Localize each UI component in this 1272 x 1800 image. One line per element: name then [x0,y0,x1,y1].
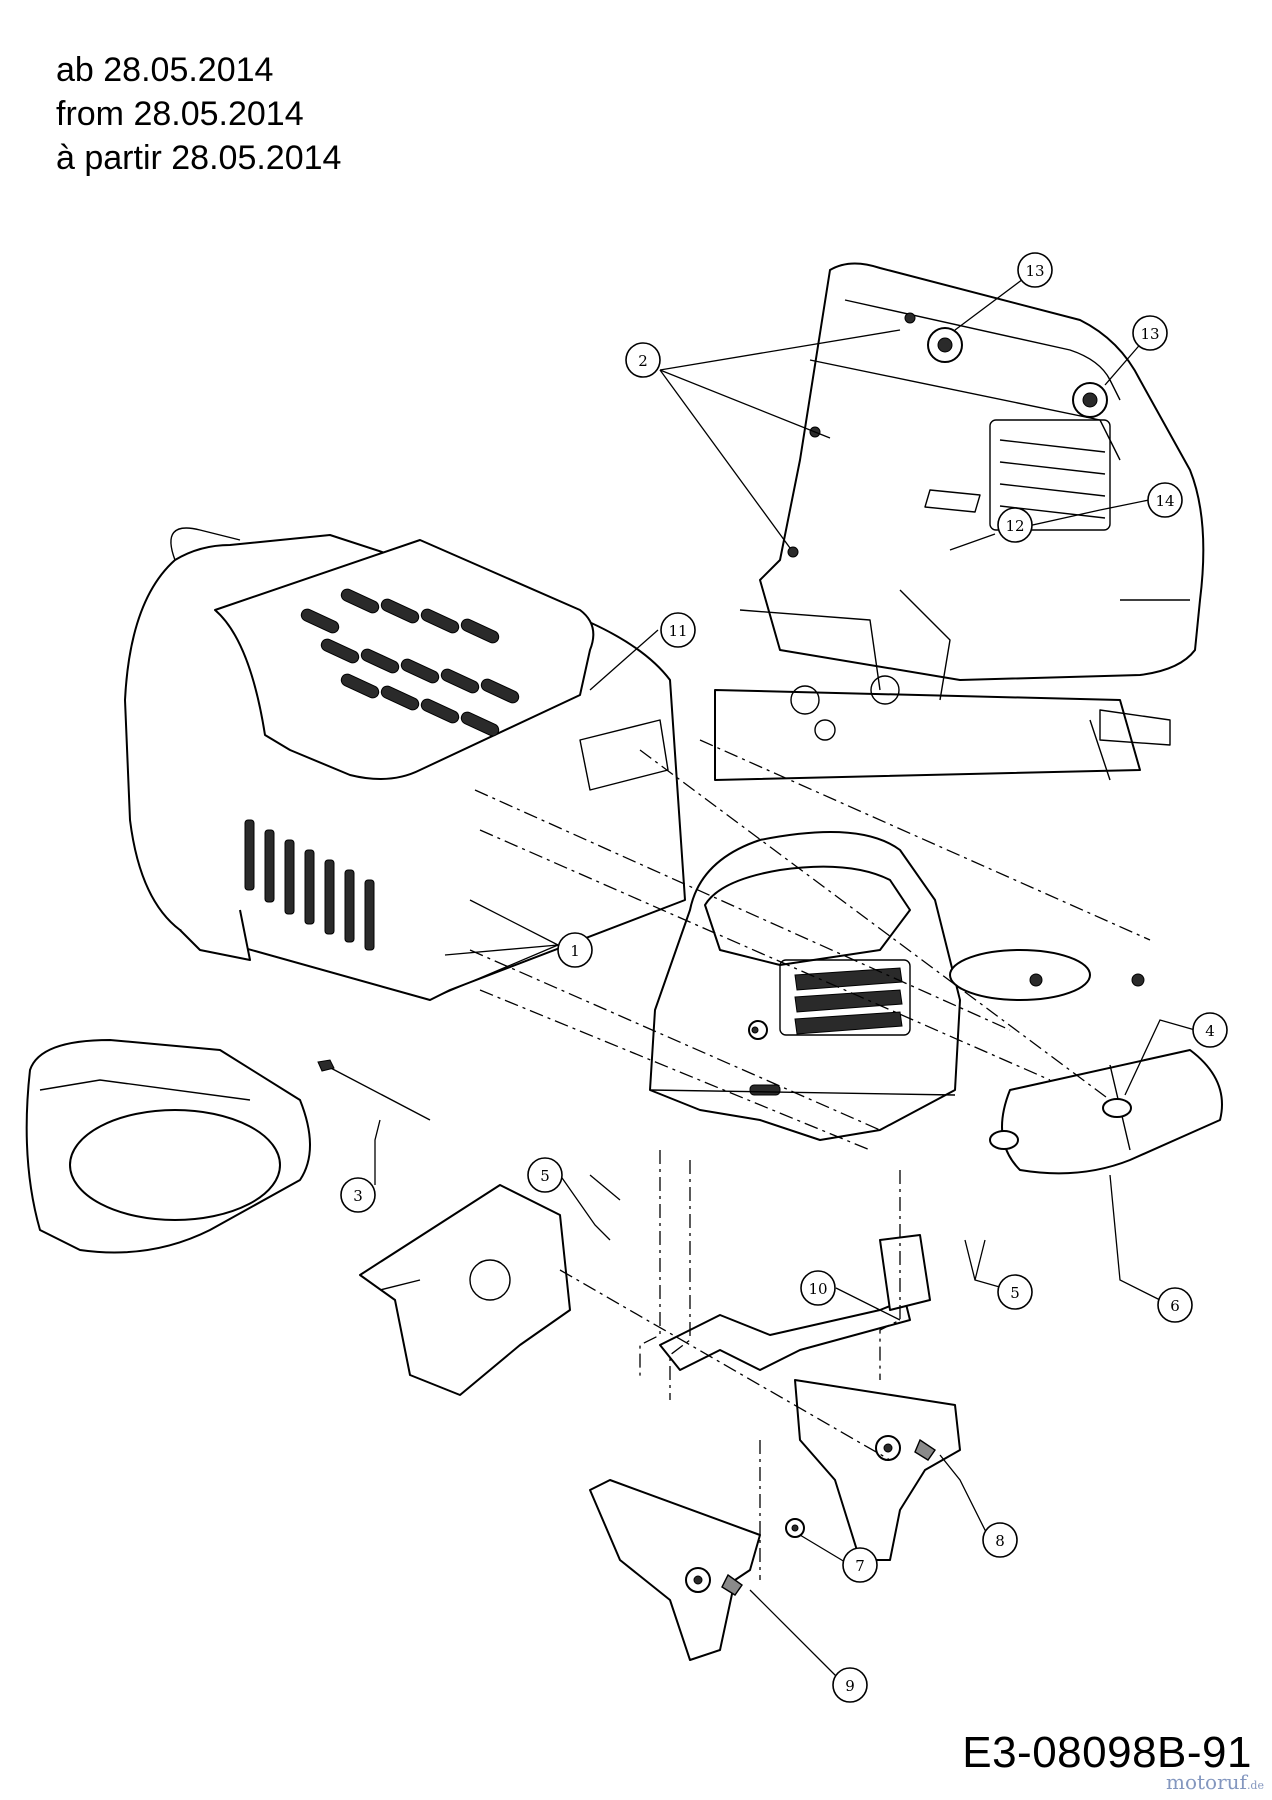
callout-10: 10 [800,1270,836,1306]
callout-3: 3 [340,1177,376,1213]
hood-side-vent-slots [244,819,375,951]
callout-11: 11 [660,612,696,648]
validity-date-de: ab 28.05.2014 [56,51,274,89]
callout-label: 8 [995,1532,1005,1550]
drawing-number: E3-08098B-91 [962,1728,1252,1777]
callout-label: 5 [540,1167,550,1185]
callout-label: 13 [1025,262,1044,280]
callout-label: 10 [808,1280,827,1298]
callout-5-right: 5 [997,1274,1033,1310]
pivot-bracket-part-8 [794,1379,961,1561]
cable-tie-part-3 [317,1059,431,1121]
validity-date-header: ab 28.05.2014 from 28.05.2014 à partir 2… [56,48,341,180]
assembly-lines [469,739,1151,1580]
callout-label: 7 [855,1557,865,1575]
support-bracket-part-10 [659,1234,931,1371]
watermark-logo: motoruf.de [1166,1770,1264,1794]
callout-label: 13 [1140,325,1159,343]
callout-13-right: 13 [1132,315,1168,351]
callout-6: 6 [1157,1287,1193,1323]
callout-4: 4 [1192,1012,1228,1048]
installed-hood-inset [714,262,1205,781]
hood-part-11 [124,527,686,1001]
validity-date-en: from 28.05.2014 [56,95,304,133]
callout-label: 3 [353,1187,363,1205]
callout-13-top: 13 [1017,252,1053,288]
callout-label: 9 [845,1677,855,1695]
callout-label: 12 [1005,517,1024,535]
callout-label: 2 [638,352,648,370]
knob-part-4 [989,1098,1132,1150]
screw-part-7 [785,1518,805,1538]
validity-date-fr: à partir 28.05.2014 [56,139,342,177]
callout-8: 8 [982,1522,1018,1558]
callout-label: 11 [668,622,687,640]
leader-lines [374,269,1196,1686]
callout-14: 14 [1147,482,1183,518]
callout-label: 14 [1155,492,1174,510]
callout-label: 4 [1205,1022,1215,1040]
callout-7: 7 [842,1547,878,1583]
hood-top-vent-slots [300,588,520,737]
trim-plate-part-14 [949,949,1145,1001]
callout-5-left: 5 [527,1157,563,1193]
callout-label: 1 [570,942,580,960]
callout-label: 5 [1010,1284,1020,1302]
callout-12: 12 [997,507,1033,543]
callout-9: 9 [832,1667,868,1703]
callout-label: 6 [1170,1297,1180,1315]
mounting-bracket-left [359,1184,571,1396]
watermark-brand: motoruf [1166,1770,1247,1794]
callout-2: 2 [625,342,661,378]
pivot-bracket-part-9 [589,1479,761,1661]
callout-1: 1 [557,932,593,968]
watermark-suffix: .de [1246,1779,1264,1792]
air-duct-part [25,1039,311,1254]
